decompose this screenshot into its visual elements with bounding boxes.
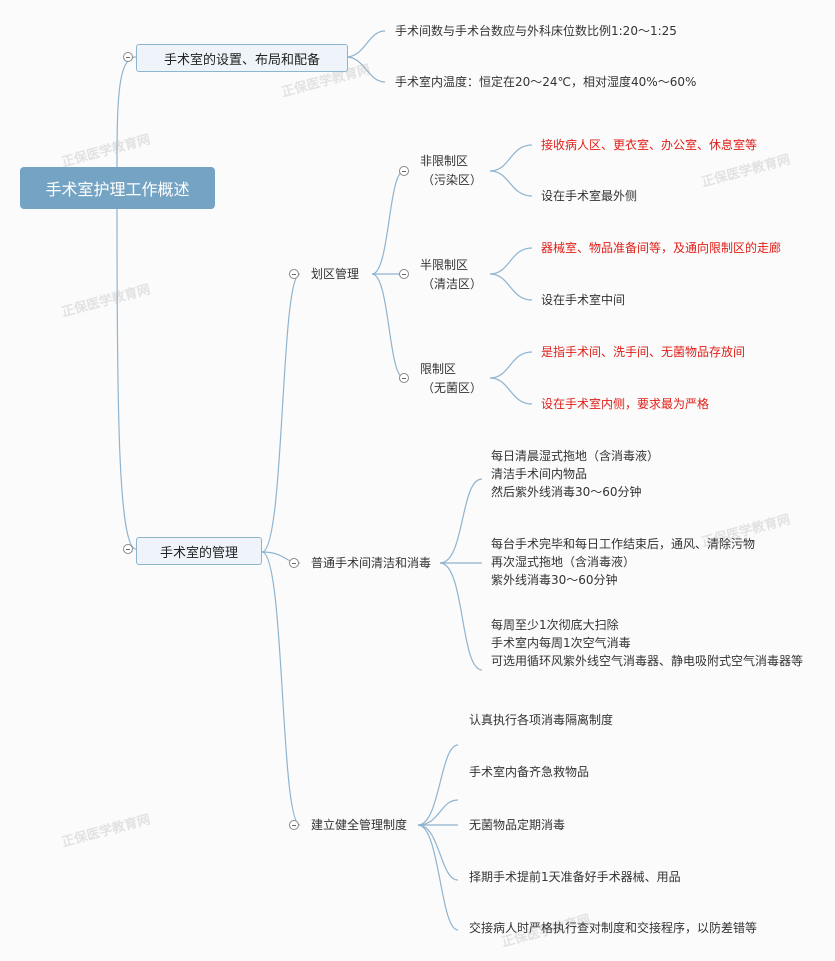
- zone-sub: （清洁区）: [422, 277, 483, 291]
- leaf: 手术室内温度：恒定在20～24℃，相对湿度40%～60%: [395, 75, 697, 89]
- branch-label: 手术室的管理: [159, 545, 238, 561]
- leaf: 接收病人区、更衣室、办公室、休息室等: [541, 138, 758, 152]
- leaf-line: 每日清晨湿式拖地（含消毒液）: [491, 449, 660, 463]
- branch-setup[interactable]: 手术室的设置、布局和配备: [136, 44, 348, 72]
- collapse-toggle[interactable]: [289, 269, 299, 279]
- root-label: 手术室护理工作概述: [45, 180, 190, 199]
- leaf: 认真执行各项消毒隔离制度: [469, 713, 614, 727]
- zone-name[interactable]: 非限制区: [420, 154, 469, 168]
- branch-label: 手术室的设置、布局和配备: [163, 52, 320, 68]
- leaf: 手术间数与手术台数应与外科床位数比例1:20～1:25: [395, 24, 677, 38]
- collapse-toggle[interactable]: [399, 269, 409, 279]
- topic-cleaning[interactable]: 普通手术间清洁和消毒: [311, 556, 432, 570]
- leaf: 设在手术室最外侧: [541, 189, 638, 203]
- leaf-line: 紫外线消毒30～60分钟: [491, 573, 618, 587]
- root-node[interactable]: 手术室护理工作概述: [20, 167, 215, 209]
- zone-sub: （污染区）: [422, 173, 483, 187]
- collapse-toggle[interactable]: [399, 166, 409, 176]
- leaf: 无菌物品定期消毒: [469, 818, 566, 832]
- collapse-toggle[interactable]: [289, 820, 299, 830]
- topic-zoning[interactable]: 划区管理: [311, 267, 360, 281]
- leaf-line: 每周至少1次彻底大扫除: [491, 618, 619, 632]
- leaf-line: 每台手术完毕和每日工作结束后，通风、清除污物: [491, 537, 756, 551]
- leaf: 交接病人时严格执行查对制度和交接程序，以防差错等: [469, 921, 758, 935]
- topic-rules[interactable]: 建立健全管理制度: [311, 818, 408, 832]
- leaf: 择期手术提前1天准备好手术器械、用品: [469, 870, 681, 884]
- leaf: 设在手术室中间: [541, 293, 626, 307]
- collapse-toggle[interactable]: [289, 558, 299, 568]
- zone-name[interactable]: 限制区: [420, 362, 457, 376]
- leaf: 手术室内备齐急救物品: [469, 765, 590, 779]
- leaf-line: 再次湿式拖地（含消毒液）: [491, 555, 636, 569]
- zone-sub: （无菌区）: [422, 381, 483, 395]
- leaf-group: 每周至少1次彻底大扫除 手术室内每周1次空气消毒 可选用循环风紫外线空气消毒器、…: [491, 616, 803, 670]
- leaf-line: 然后紫外线消毒30～60分钟: [491, 485, 642, 499]
- leaf-line: 清洁手术间内物品: [491, 467, 588, 481]
- branch-management[interactable]: 手术室的管理: [136, 537, 262, 565]
- leaf-group: 每台手术完毕和每日工作结束后，通风、清除污物 再次湿式拖地（含消毒液） 紫外线消…: [491, 535, 755, 589]
- collapse-toggle[interactable]: [123, 544, 133, 554]
- collapse-toggle[interactable]: [399, 373, 409, 383]
- leaf-line: 可选用循环风紫外线空气消毒器、静电吸附式空气消毒器等: [491, 654, 804, 668]
- leaf: 设在手术室内侧，要求最为严格: [541, 397, 710, 411]
- zone-name[interactable]: 半限制区: [420, 258, 469, 272]
- leaf-group: 每日清晨湿式拖地（含消毒液） 清洁手术间内物品 然后紫外线消毒30～60分钟: [491, 447, 659, 501]
- leaf: 器械室、物品准备间等，及通向限制区的走廊: [541, 241, 782, 255]
- collapse-toggle[interactable]: [123, 52, 133, 62]
- leaf: 是指手术间、洗手间、无菌物品存放间: [541, 345, 746, 359]
- leaf-line: 手术室内每周1次空气消毒: [491, 636, 631, 650]
